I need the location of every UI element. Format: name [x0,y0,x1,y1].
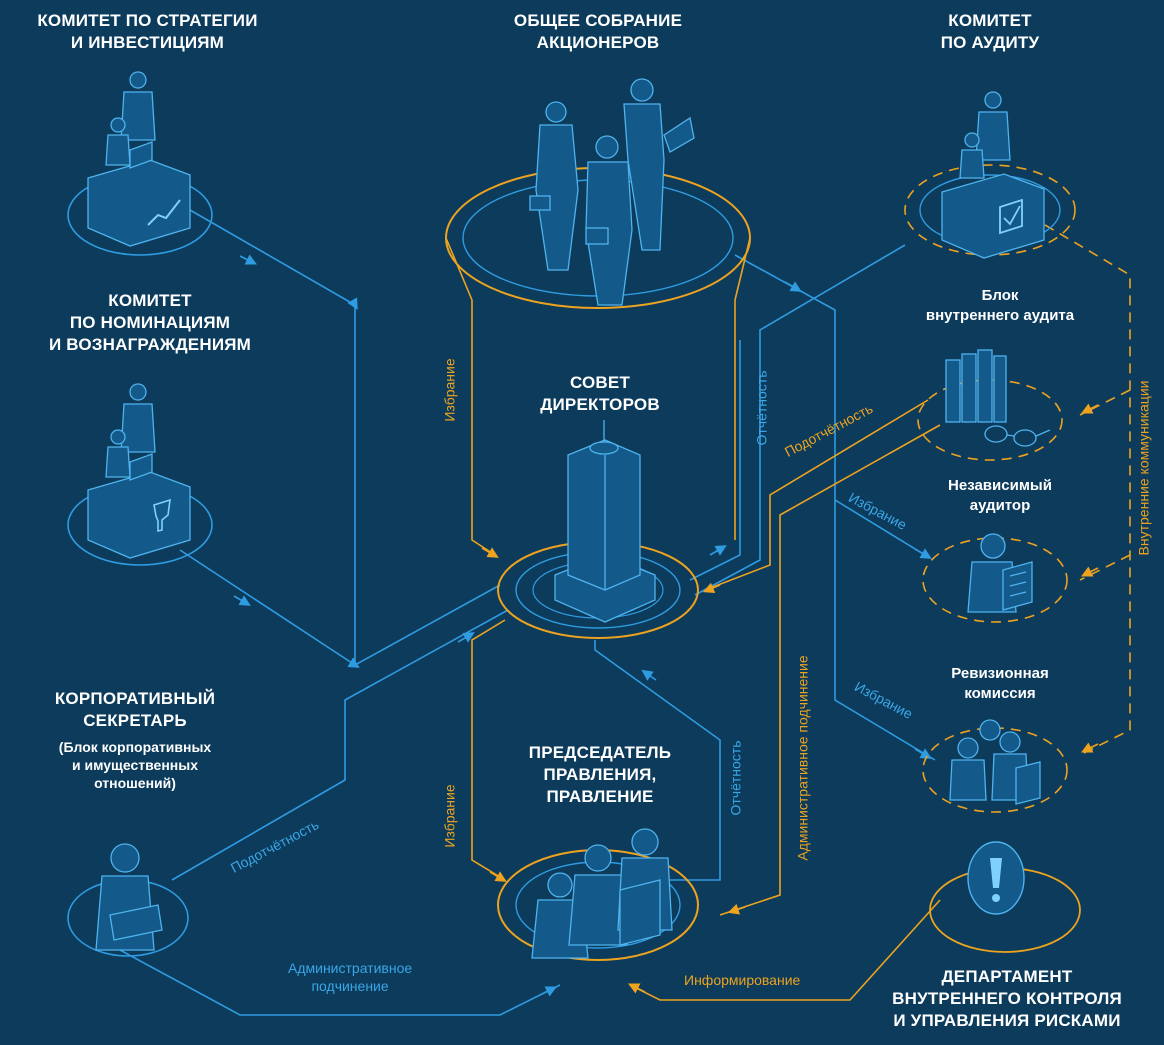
arrow-nomination [233,595,251,606]
arrow-shareholders [784,281,802,292]
arrow-board-report [709,545,727,556]
edge-board-reporting [689,340,741,581]
orange-connectors [471,224,1131,1001]
edge-shareholders-election [471,300,496,556]
label-reporting-board: Отчётность [753,370,770,446]
group-checklist-icon [949,719,1041,805]
arrow-comm-ia [1080,403,1099,414]
nomination-desk [87,383,191,559]
label-reporting-management: Отчётность [727,740,744,816]
edge-to-auditor [834,499,926,556]
label-admin-subordination-vertical: Административное подчинение [794,655,811,861]
arrow-secretary [457,632,475,643]
checklist-person-icon [967,533,1033,613]
growth-chart-icon [147,199,181,226]
label-admin-subordination-secretary: Административное подчинение [288,960,413,994]
arrow-shareholders-election [481,547,499,558]
arrow-secretary-admin [539,986,558,997]
label-internal-communications: Внутренние коммуникации [1135,380,1152,556]
arrow-informing [627,983,646,994]
shareholders-meeting-title: ОБЩЕЕ СОБРАНИЕ АКЦИОНЕРОВ [513,11,683,53]
edge-nomination-to-board [179,549,356,666]
board-of-directors-title: СОВЕТ ДИРЕКТОРОВ [540,373,660,415]
exclamation-icon [967,841,1025,915]
edge-comm-auditor [1079,554,1131,581]
management-figures [531,828,673,959]
nomination-committee-title: КОМИТЕТ ПО НОМИНАЦИЯМ И ВОЗНАГРАЖДЕНИЯМ [48,291,252,355]
internal-audit-platform [917,379,1063,461]
arrow-comm-aud [1080,566,1099,577]
independent-auditor-title: Независимый аудитор [948,477,1052,514]
edge-secretary-to-board [171,609,509,881]
audit-committee-title: КОМИТЕТ ПО АУДИТУ [940,11,1040,53]
arrow-auditor [914,548,932,559]
label-election-management: Избрание [441,784,458,848]
checkmark-icon [999,198,1023,235]
arrow-mgmt-report [641,669,657,681]
edge-board-election-mgmt [471,619,506,881]
corporate-secretary-subtitle: (Блок корпоративных и имущественных отно… [58,739,212,792]
risk-department-title: ДЕПАРТАМЕНТ ВНУТРЕННЕГО КОНТРОЛЯ И УПРАВ… [892,967,1122,1031]
arrow-board-election-mgmt [489,871,507,882]
blue-connectors [119,209,936,1016]
edge-comm-internal-audit [1079,389,1131,416]
strategy-committee-title: КОМИТЕТ ПО СТРАТЕГИИ И ИНВЕСТИЦИЯМ [37,11,258,53]
label-informing: Информирование [684,972,801,988]
edge-audit-to-board [694,244,906,596]
edge-internal-comm [1044,224,1131,756]
edge-admin-subordination [719,424,941,916]
arrow-revision [914,748,932,759]
internal-audit-title: Блок внутреннего аудита [925,287,1075,324]
books-glasses-icon [945,349,1051,447]
edge-audit-accountability [704,399,929,591]
trophy-icon [153,498,171,533]
arrow-admin-sub [727,903,746,915]
arrow-strategy [239,254,258,265]
revision-commission-title: Ревизионная комиссия [951,665,1049,702]
arrow-comm-rev [1080,742,1099,753]
corporate-secretary-title: КОРПОРАТИВНЫЙ СЕКРЕТАРЬ [54,689,216,731]
edge-mgmt-report [594,640,721,881]
strategy-desk [87,71,191,247]
edge-secretary-admin [119,949,561,1016]
management-board-title: ПРЕДСЕДАТЕЛЬ ПРАВЛЕНИЯ, ПРАВЛЕНИЕ [528,743,672,807]
secretary-figure [95,843,163,951]
label-election-board: Избрание [441,358,458,422]
shareholders-figures [529,78,695,306]
tower-icon [554,420,656,623]
edge-informing [629,899,941,1001]
audit-desk [941,91,1045,259]
edge-strategy-to-board [189,209,501,668]
arrow-audit-accountability [702,582,721,594]
